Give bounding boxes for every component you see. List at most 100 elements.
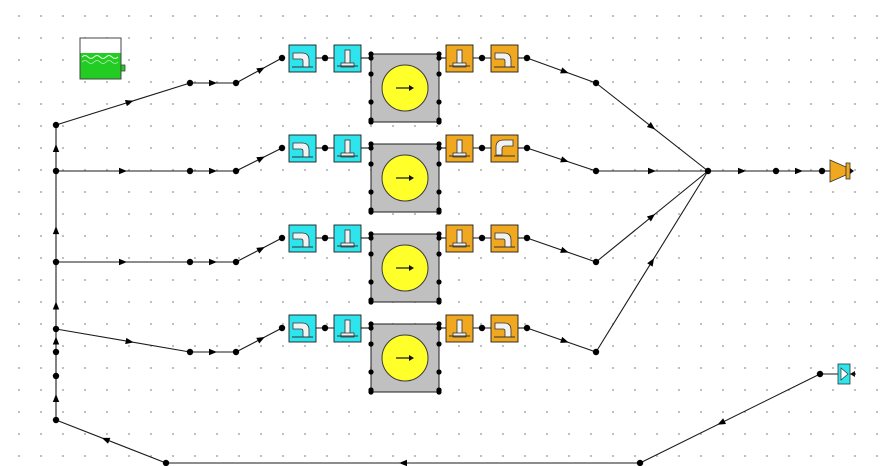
discharge-elbow-icon[interactable] xyxy=(490,314,519,343)
pump-port-node[interactable] xyxy=(436,209,442,215)
pump-port-node[interactable] xyxy=(436,389,442,395)
pump-port-node[interactable] xyxy=(436,279,442,285)
junction-node[interactable] xyxy=(523,234,531,242)
suction-valve-icon[interactable] xyxy=(333,224,362,253)
junction-node[interactable] xyxy=(478,234,486,242)
junction-node[interactable] xyxy=(232,258,240,266)
suction-elbow-icon[interactable] xyxy=(288,224,317,253)
pump-port-node[interactable] xyxy=(368,119,374,125)
pump-port-node[interactable] xyxy=(436,231,442,237)
discharge-valve-icon[interactable] xyxy=(445,314,474,343)
junction-node[interactable] xyxy=(232,79,240,87)
discharge-nozzle-icon[interactable] xyxy=(829,159,854,183)
junction-node[interactable] xyxy=(523,324,531,332)
pump-port-node[interactable] xyxy=(368,99,374,105)
pipe-segment[interactable] xyxy=(639,373,821,464)
junction-node[interactable] xyxy=(278,54,286,62)
pump-port-node[interactable] xyxy=(436,99,442,105)
pump-port-node[interactable] xyxy=(368,369,374,375)
pump-port-node[interactable] xyxy=(368,231,374,237)
discharge-check-valve-icon[interactable] xyxy=(490,134,519,163)
suction-valve-icon[interactable] xyxy=(333,134,362,163)
suction-elbow-icon[interactable] xyxy=(288,44,317,73)
tank-icon[interactable] xyxy=(79,37,126,80)
junction-node[interactable] xyxy=(52,372,60,380)
pump-port-node[interactable] xyxy=(368,299,374,305)
pump-port-node[interactable] xyxy=(436,341,442,347)
pump-port-node[interactable] xyxy=(368,209,374,215)
junction-node[interactable] xyxy=(523,54,531,62)
pump-port-node[interactable] xyxy=(368,55,374,61)
pump-port-node[interactable] xyxy=(436,51,442,57)
junction-node[interactable] xyxy=(186,167,194,175)
junction-node[interactable] xyxy=(278,324,286,332)
junction-node[interactable] xyxy=(321,234,329,242)
junction-node[interactable] xyxy=(186,348,194,356)
junction-node[interactable] xyxy=(478,144,486,152)
pump-icon[interactable] xyxy=(368,51,442,125)
suction-valve-icon[interactable] xyxy=(333,314,362,343)
junction-node[interactable] xyxy=(592,167,600,175)
junction-node[interactable] xyxy=(232,167,240,175)
pump-port-node[interactable] xyxy=(436,161,442,167)
junction-node[interactable] xyxy=(478,54,486,62)
junction-node[interactable] xyxy=(818,167,826,175)
pump-icon[interactable] xyxy=(368,321,442,395)
suction-valve-icon[interactable] xyxy=(333,44,362,73)
pump-port-node[interactable] xyxy=(368,325,374,331)
pump-port-node[interactable] xyxy=(436,235,442,241)
inlet-valve-icon[interactable] xyxy=(837,363,856,385)
pump-port-node[interactable] xyxy=(436,325,442,331)
pipe-segment[interactable] xyxy=(55,328,191,353)
pump-port-node[interactable] xyxy=(368,71,374,77)
pump-port-node[interactable] xyxy=(436,251,442,257)
junction-node[interactable] xyxy=(523,144,531,152)
junction-node[interactable] xyxy=(278,144,286,152)
junction-node[interactable] xyxy=(52,348,60,356)
pump-port-node[interactable] xyxy=(436,71,442,77)
discharge-valve-icon[interactable] xyxy=(445,224,474,253)
junction-node[interactable] xyxy=(52,416,60,424)
suction-elbow-icon[interactable] xyxy=(288,314,317,343)
pump-port-node[interactable] xyxy=(368,145,374,151)
pipe-segment[interactable] xyxy=(55,82,191,126)
junction-node[interactable] xyxy=(232,348,240,356)
pump-port-node[interactable] xyxy=(368,235,374,241)
pump-port-node[interactable] xyxy=(436,369,442,375)
pump-port-node[interactable] xyxy=(368,51,374,57)
pump-port-node[interactable] xyxy=(436,189,442,195)
pump-port-node[interactable] xyxy=(436,321,442,327)
junction-node[interactable] xyxy=(186,258,194,266)
pump-port-node[interactable] xyxy=(368,141,374,147)
pump-port-node[interactable] xyxy=(368,321,374,327)
junction-node[interactable] xyxy=(321,144,329,152)
junction-node[interactable] xyxy=(704,167,712,175)
junction-node[interactable] xyxy=(478,324,486,332)
junction-node[interactable] xyxy=(162,459,170,466)
pump-icon[interactable] xyxy=(368,141,442,215)
junction-node[interactable] xyxy=(321,324,329,332)
junction-node[interactable] xyxy=(186,79,194,87)
junction-node[interactable] xyxy=(52,258,60,266)
pump-port-node[interactable] xyxy=(436,145,442,151)
suction-elbow-icon[interactable] xyxy=(288,134,317,163)
junction-node[interactable] xyxy=(52,121,60,129)
junction-node[interactable] xyxy=(592,258,600,266)
discharge-elbow-icon[interactable] xyxy=(490,224,519,253)
junction-node[interactable] xyxy=(52,167,60,175)
pump-port-node[interactable] xyxy=(436,299,442,305)
pump-port-node[interactable] xyxy=(368,161,374,167)
discharge-elbow-icon[interactable] xyxy=(490,44,519,73)
junction-node[interactable] xyxy=(592,79,600,87)
pump-icon[interactable] xyxy=(368,231,442,305)
junction-node[interactable] xyxy=(321,54,329,62)
junction-node[interactable] xyxy=(592,348,600,356)
pump-port-node[interactable] xyxy=(368,389,374,395)
pump-port-node[interactable] xyxy=(368,279,374,285)
pump-port-node[interactable] xyxy=(436,119,442,125)
junction-node[interactable] xyxy=(52,325,60,333)
discharge-valve-icon[interactable] xyxy=(445,134,474,163)
pump-port-node[interactable] xyxy=(368,251,374,257)
junction-node[interactable] xyxy=(278,234,286,242)
junction-node[interactable] xyxy=(636,459,644,466)
